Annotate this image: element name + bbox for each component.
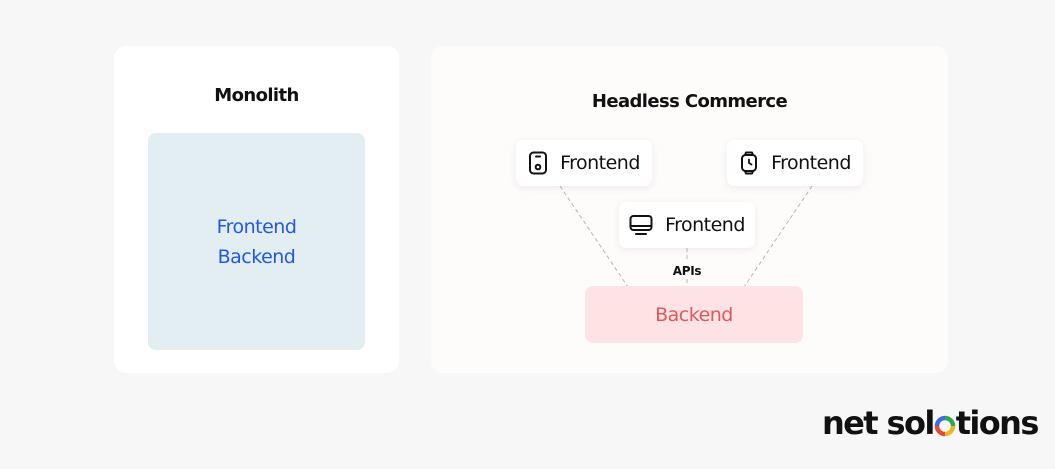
desktop-monitor-icon (629, 215, 653, 235)
apis-label: APIs (672, 264, 702, 278)
monolith-backend-label: Backend (217, 245, 296, 268)
net-solutions-logo: net sol tions (822, 404, 1040, 442)
frontend-label: Frontend (560, 152, 640, 174)
backend-box: Backend (585, 286, 803, 343)
colorful-ring-icon (934, 415, 955, 437)
smartwatch-icon (741, 151, 758, 175)
connector-mobile (559, 185, 629, 288)
frontend-label: Frontend (771, 152, 851, 174)
monolith-frontend-label: Frontend (216, 215, 297, 238)
logo-text-start: net sol (822, 404, 935, 442)
frontend-card-mobile: Frontend (516, 140, 652, 186)
connector-watch (743, 185, 813, 288)
monolith-title: Monolith (214, 85, 299, 106)
frontend-label: Frontend (665, 214, 745, 236)
monolith-box: Frontend Backend (148, 133, 365, 350)
monolith-panel: Monolith Frontend Backend (114, 46, 399, 373)
headless-commerce-panel: Headless Commerce Frontend Frontend Fron… (431, 46, 948, 373)
frontend-card-desktop: Frontend (619, 202, 755, 248)
mobile-phone-icon (529, 151, 548, 175)
frontend-card-watch: Frontend (727, 140, 863, 186)
logo-text-end: tions (955, 404, 1040, 442)
headless-title: Headless Commerce (591, 91, 788, 112)
api-connector-lines (559, 185, 813, 288)
